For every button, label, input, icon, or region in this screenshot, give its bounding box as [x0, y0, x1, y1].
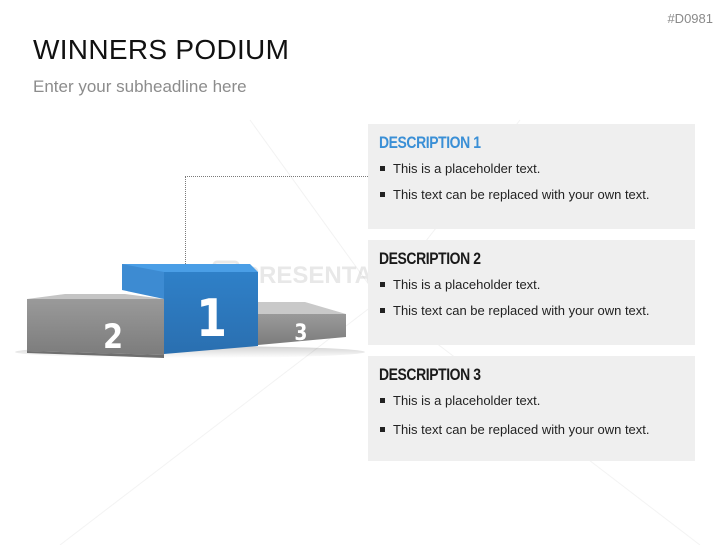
podium-first-front	[164, 272, 258, 354]
podium-first-side	[122, 264, 164, 299]
description-list-1: This is a placeholder text. This text ca…	[379, 160, 683, 203]
list-item: This is a placeholder text.	[379, 160, 683, 177]
podium-second-label: 2	[103, 318, 123, 357]
podium-first-label: 1	[196, 289, 227, 349]
list-item: This text can be replaced with your own …	[379, 186, 683, 203]
podium-third-label: 3	[294, 320, 307, 346]
description-title-2: DESCRIPTION 2	[379, 249, 481, 268]
podium-first-top-edge	[122, 264, 258, 272]
page-subtitle: Enter your subheadline here	[33, 77, 247, 96]
podium-third-top	[258, 302, 346, 314]
description-title-3: DESCRIPTION 3	[379, 365, 481, 384]
description-list-2: This is a placeholder text. This text ca…	[379, 276, 683, 319]
description-list-3: This is a placeholder text. This text ca…	[379, 392, 683, 438]
podium-second: 2	[27, 294, 164, 358]
podium-second-top	[27, 294, 164, 299]
description-title-1: DESCRIPTION 1	[379, 133, 481, 152]
description-box-1: DESCRIPTION 1 This is a placeholder text…	[368, 124, 695, 229]
page-title: WINNERS PODIUM	[33, 34, 290, 65]
connector-line	[185, 176, 368, 264]
slide-id: #D0981	[667, 11, 713, 26]
list-item: This is a placeholder text.	[379, 276, 683, 293]
list-item: This text can be replaced with your own …	[379, 421, 683, 438]
podium-third: 3	[258, 302, 346, 345]
description-box-2: DESCRIPTION 2 This is a placeholder text…	[368, 240, 695, 345]
description-box-3: DESCRIPTION 3 This is a placeholder text…	[368, 356, 695, 461]
list-item: This text can be replaced with your own …	[379, 302, 683, 319]
list-item: This is a placeholder text.	[379, 392, 683, 409]
podium-first: 1	[122, 264, 258, 354]
podium-second-front	[27, 299, 164, 355]
podium-second-base	[27, 351, 164, 358]
podium-third-front	[258, 314, 346, 345]
